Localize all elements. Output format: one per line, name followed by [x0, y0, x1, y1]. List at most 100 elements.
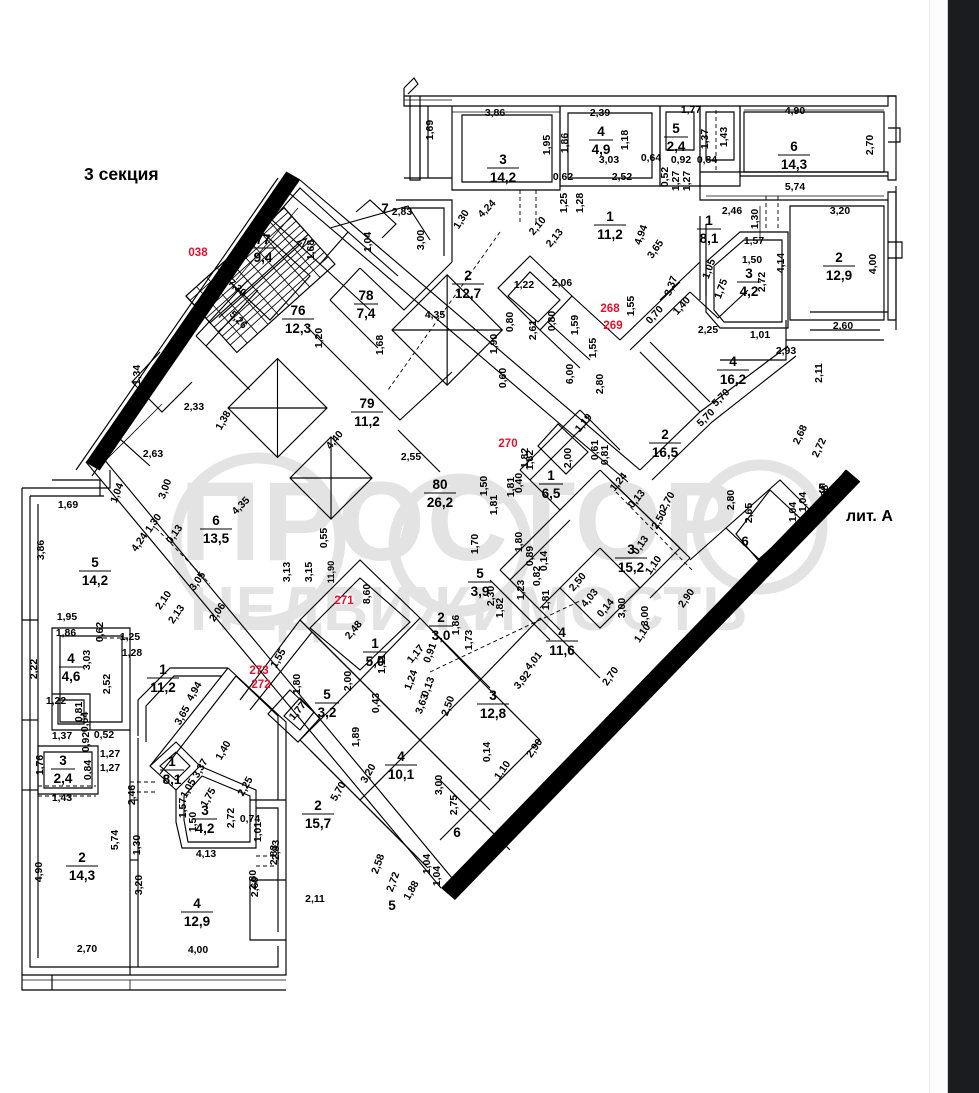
dimension-text: 2,30: [486, 586, 497, 606]
room-number: 4: [193, 896, 201, 911]
dimension-text: 2,46: [127, 785, 138, 805]
dimension-text: 1,43: [52, 793, 72, 804]
dimension-text: 2,39: [590, 108, 610, 119]
dimension-text: 1,04: [432, 866, 443, 886]
dimension-text: 3,20: [830, 206, 850, 217]
dimension-text: 2,06: [552, 278, 572, 289]
dimension-text: 2,83: [392, 207, 412, 218]
room-number: 3: [627, 542, 635, 557]
room-number: 4: [597, 124, 605, 139]
dimension-text: 2,60: [250, 877, 261, 897]
dimension-text: 1,75: [713, 278, 730, 301]
watermark-line1: ПРОСТОР: [180, 459, 740, 584]
dimension-text: 1,81: [506, 477, 517, 497]
dimension-text: 1,50: [188, 812, 199, 832]
room-area: 16,5: [652, 445, 679, 460]
room-label: 5: [818, 481, 826, 496]
dimension-text: 0,92: [671, 155, 691, 166]
dimension-text: 1,37: [700, 129, 711, 149]
watermark-ring-right: [692, 459, 828, 595]
dimension-text: 1,25: [120, 632, 140, 643]
dimension-text: 1,89: [351, 727, 362, 747]
dimension-text: 4,94: [633, 224, 650, 247]
room-number: 6: [790, 139, 798, 154]
dimension-text: 1,24: [403, 669, 420, 692]
room-area: 8,1: [700, 231, 719, 246]
dimension-text: 1,70: [470, 534, 481, 554]
dimension-text: 8,60: [362, 584, 373, 604]
room-label: 53,2: [315, 687, 339, 720]
dimension-text: 0,55: [319, 528, 330, 548]
room-area: 6,5: [542, 486, 561, 501]
dimension-text: 2,22: [29, 659, 40, 679]
dimension-text: 1,82: [495, 598, 506, 618]
room-area: 5,0: [366, 654, 385, 669]
room-area: 14,2: [82, 573, 108, 588]
dimension-text: 2,46: [722, 206, 742, 217]
dimension-text: 2,10: [154, 589, 175, 612]
dimension-text: 2,83: [269, 845, 280, 865]
dimension-text: 1,76: [35, 755, 46, 775]
room-number: 2: [464, 268, 472, 283]
room-label: 215,7: [302, 798, 334, 831]
dimension-text: 1,57: [744, 236, 764, 247]
room-label: 314,2: [487, 152, 519, 185]
room-label: 44,6: [59, 651, 83, 684]
room-label: 787,4: [354, 288, 378, 321]
dimension-text: 4,00: [868, 254, 879, 274]
dimension-text: 5,74: [110, 830, 121, 850]
room-area: 12,9: [184, 914, 210, 929]
room-label: 412,9: [181, 896, 213, 929]
room-label: 34,2: [193, 803, 217, 836]
dimension-text: 1,27: [682, 171, 693, 191]
room-label: 52,4: [664, 121, 688, 154]
dimension-text: 1,05: [701, 258, 718, 281]
room-area: 4,2: [196, 821, 215, 836]
interior-partitions-upper: [109, 187, 453, 473]
room-number: 5: [476, 566, 484, 581]
opening-markers: [38, 110, 779, 867]
lift-shafts: [227, 274, 504, 520]
dimension-text: 0,82: [532, 566, 543, 586]
room-label: 779,4: [251, 232, 275, 265]
room-label: 32,4: [51, 753, 75, 786]
dimension-text: 5,70: [329, 780, 349, 803]
dimension-text: 2,90: [525, 737, 546, 760]
interior-partitions-lower-left: [21, 470, 287, 991]
room-number: 5: [91, 555, 99, 570]
building-letter-label: лит. А: [846, 508, 893, 525]
dimension-text: 1,20: [314, 328, 325, 348]
dimension-text: 2,61: [528, 320, 539, 340]
dimension-text: 1,50: [742, 255, 762, 266]
interior-partitions-center: [489, 216, 847, 641]
dimension-text: 2,00: [563, 448, 574, 468]
room-label: 410,1: [385, 749, 417, 782]
dimension-text: 4,01: [523, 650, 545, 673]
outer-wall-nw: [86, 172, 300, 470]
dimension-text: 1,55: [626, 296, 637, 316]
dimension-text: 2,11: [814, 363, 825, 383]
room-label: 16,5: [539, 468, 563, 501]
room-label: 34,2: [737, 266, 761, 299]
dimension-text: 1,81: [489, 495, 500, 515]
dimension-text: 4,35: [425, 310, 445, 321]
room-number: 1: [159, 662, 167, 677]
dimension-text: 0,62: [95, 622, 106, 642]
dimension-text: 0,92: [81, 732, 92, 752]
dimension-text: 4,00: [188, 945, 208, 956]
room-label: 6: [453, 825, 461, 840]
dimension-text: 1,82: [525, 450, 536, 470]
room-label: 214,3: [66, 850, 98, 883]
dimension-text: 0,62: [553, 172, 573, 183]
dimension-text: 2,13: [544, 227, 566, 250]
dimension-text: 0,91: [422, 642, 439, 665]
room-number: 5: [672, 121, 680, 136]
room-number: 1: [371, 636, 379, 651]
room-area: 11,2: [597, 227, 623, 242]
dimension-text: 4,94: [185, 680, 205, 703]
dimension-text: 1,40: [671, 295, 693, 318]
dimension-text: 2,80: [248, 870, 259, 890]
dimension-text: 1,90: [489, 334, 500, 354]
dimension-text: 3,00: [157, 478, 174, 501]
